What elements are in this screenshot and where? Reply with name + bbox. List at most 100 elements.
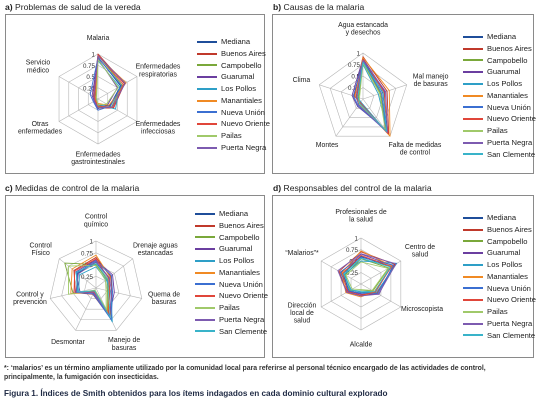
legend-item: Campobello [463,55,536,67]
series-line [343,257,391,293]
grid-ring [318,52,408,137]
legend-label: Guarumal [487,248,521,258]
grid-ring [329,64,397,128]
legend-item: Guarumal [195,243,268,255]
legend-label: Puerta Negra [487,137,533,147]
tick-label: 1 [355,236,359,243]
legend-item: Los Pollos [197,83,270,95]
legend-label: Nueva Unión [221,107,265,117]
legend-swatch [463,263,483,266]
legend-swatch [195,259,215,262]
series-line [89,57,122,111]
legend-swatch [463,59,483,62]
legend-swatch [463,310,483,313]
legend-label: Buenos Aires [221,48,266,58]
legend-label: Pailas [487,307,508,316]
series-line [94,54,124,109]
legend-item: Buenos Aires [195,220,268,232]
tick-label: 0.25 [83,85,96,92]
category-label: Montes [316,142,339,149]
legend-item: Puerta Negra [463,137,536,149]
legend-swatch [197,123,217,126]
legend-label: San Clemente [487,149,536,159]
legend-label: Campobello [221,60,262,70]
legend-label: Campobello [219,232,260,242]
legend-item: Nuevo Oriente [195,290,268,302]
legend-label: Nuevo Oriente [219,291,268,301]
legend-label: Puerta Negra [221,142,267,152]
legend-swatch [195,330,215,333]
legend-item: Campobello [195,232,268,244]
grid-ring [49,240,143,331]
legend-label: Pailas [487,126,508,135]
legend-label: Los Pollos [221,84,257,93]
legend-label: Campobello [487,236,528,246]
legend-swatch [197,146,217,149]
legend-item: Pailas [197,130,270,142]
tick-label: 0.5 [351,74,360,81]
legend-swatch [195,283,215,286]
legend-item: Nuevo Oriente [197,118,270,130]
legend-swatch [197,76,217,79]
legend-swatch [195,271,215,274]
legend-item: Nueva Unión [197,107,270,119]
legend-swatch [463,216,483,219]
legend-label: Puerta Negra [487,318,533,328]
legend-swatch [463,106,483,109]
series-line [341,250,393,298]
legend-swatch [195,318,215,321]
series-line [93,55,126,109]
legend-item: Nuevo Oriente [463,113,536,125]
legend-label: Guarumal [487,67,521,77]
series-line [75,261,113,317]
panel-a-title: a) Problemas de salud de la vereda [5,2,141,12]
category-label: Microscopista [401,306,443,313]
category-label: Alcalde [350,341,373,348]
series-line [95,58,119,106]
legend-item: Mediana [197,36,270,48]
legend-label: Buenos Aires [487,224,532,234]
axis-spoke [360,283,401,308]
legend-item: Puerta Negra [195,314,268,326]
series-line [342,255,392,296]
legend-label: Los Pollos [487,79,523,88]
category-label: Malaria [87,35,110,42]
legend-label: Guarumal [221,72,255,82]
axis-spoke [95,287,142,299]
legend-swatch [197,40,217,43]
legend-label: Manantiales [219,267,260,277]
legend-swatch [463,287,483,290]
legend-item: San Clemente [195,326,268,338]
legend-item: Puerta Negra [197,142,270,154]
legend-swatch [195,248,215,251]
tick-label: 1 [357,51,361,58]
legend-label: Manantiales [487,271,528,281]
legend-item: Mediana [463,212,536,224]
legend-swatch [463,82,483,85]
legend-item: Buenos Aires [463,224,536,236]
legend-swatch [195,212,215,215]
series-line [67,264,107,310]
legend-swatch [463,71,483,74]
legend-swatch [197,134,217,137]
tick-label: 0.75 [81,250,94,257]
tick-label: 0.5 [86,74,95,81]
legend-item: Buenos Aires [197,48,270,60]
axis-spoke [95,258,133,289]
legend-label: San Clemente [487,330,536,340]
